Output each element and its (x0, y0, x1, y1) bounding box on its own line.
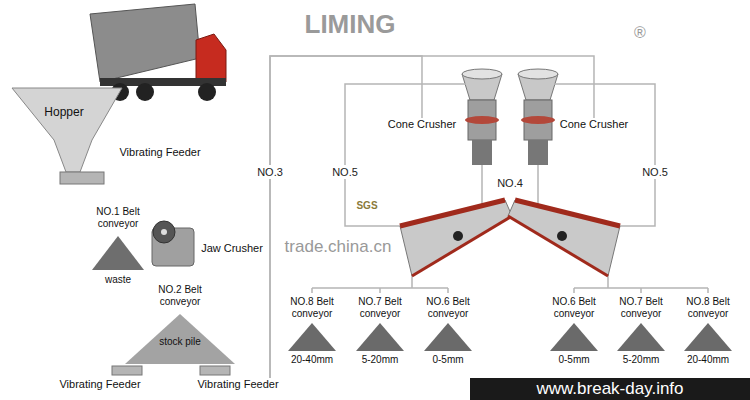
pile-label: NO.8 Belt conveyor 20-40mm (676, 296, 740, 366)
watermark: LIMING (305, 10, 396, 39)
node-heading: Vibrating Feeder (197, 378, 278, 390)
dump-truck (90, 4, 226, 101)
website-url: www.break-day.info (536, 380, 683, 399)
node-body: 0-5mm (558, 354, 589, 366)
node-heading: NO.8 Belt conveyor (676, 296, 740, 320)
flow-line (270, 56, 594, 378)
node-heading: Jaw Crusher (201, 242, 263, 254)
line-number: NO.5 (640, 165, 670, 179)
jaw-crusher (152, 221, 194, 266)
equipment-label: Hopper (44, 106, 83, 118)
feeder-tray (200, 366, 230, 375)
product-pile (288, 323, 732, 351)
hopper-funnel (12, 88, 122, 172)
url-banner (470, 378, 750, 400)
node-heading: Cone Crusher (388, 118, 456, 130)
node-heading: NO.7 Belt conveyor (609, 296, 673, 320)
node-heading: Vibrating Feeder (59, 378, 140, 390)
flow-line (270, 56, 422, 378)
pile-label: NO.2 Belt conveyor stock pile (148, 284, 212, 348)
pile-label: NO.7 Belt conveyor 5-20mm (609, 296, 673, 366)
node-body: stock pile (159, 336, 201, 348)
cone-crusher (462, 69, 502, 165)
vibrating-screen (508, 200, 620, 276)
flow-wire (312, 84, 708, 293)
pile-label: NO.8 Belt conveyor 20-40mm (280, 296, 344, 366)
node-heading: NO.1 Belt conveyor (86, 206, 150, 230)
equipment-label: Vibrating Feeder (119, 146, 200, 158)
pile-label: NO.6 Belt conveyor 0-5mm (416, 296, 480, 366)
feeder-tray (112, 366, 142, 375)
cone-crusher (518, 69, 558, 165)
node-heading: NO.7 Belt conveyor (348, 296, 412, 320)
pile-label: NO.7 Belt conveyor 5-20mm (348, 296, 412, 366)
equipment-label: Cone Crusher (560, 118, 628, 130)
stock-pile (125, 314, 235, 364)
registered-mark: ® (634, 24, 646, 42)
node-body: 20-40mm (687, 354, 729, 366)
node-heading: Cone Crusher (560, 118, 628, 130)
node-body: 0-5mm (432, 354, 463, 366)
node-body: 20-40mm (291, 354, 333, 366)
watermark: trade.china.cn (285, 238, 392, 257)
watermark: SGS (356, 200, 377, 211)
pile-label: NO.6 Belt conveyor 0-5mm (542, 296, 606, 366)
equipment-label: Cone Crusher (388, 118, 456, 130)
pile-label: NO.1 Belt conveyor waste (86, 206, 150, 286)
equipment-label: Jaw Crusher (201, 242, 263, 254)
feeder-tray (60, 172, 104, 184)
vibrating-screen (400, 200, 512, 276)
node-heading: Hopper (44, 106, 83, 118)
node-body: 5-20mm (362, 354, 399, 366)
waste-pile (92, 236, 144, 270)
equipment-label: Vibrating Feeder (59, 378, 140, 390)
node-heading: NO.8 Belt conveyor (280, 296, 344, 320)
node-heading: NO.2 Belt conveyor (148, 284, 212, 308)
line-number: NO.5 (330, 165, 360, 179)
line-number: NO.3 (255, 165, 285, 179)
equipment-label: Vibrating Feeder (197, 378, 278, 390)
node-heading: NO.6 Belt conveyor (542, 296, 606, 320)
node-heading: NO.6 Belt conveyor (416, 296, 480, 320)
node-heading: Vibrating Feeder (119, 146, 200, 158)
node-body: 5-20mm (623, 354, 660, 366)
line-number: NO.4 (495, 176, 525, 190)
node-body: waste (105, 274, 131, 286)
